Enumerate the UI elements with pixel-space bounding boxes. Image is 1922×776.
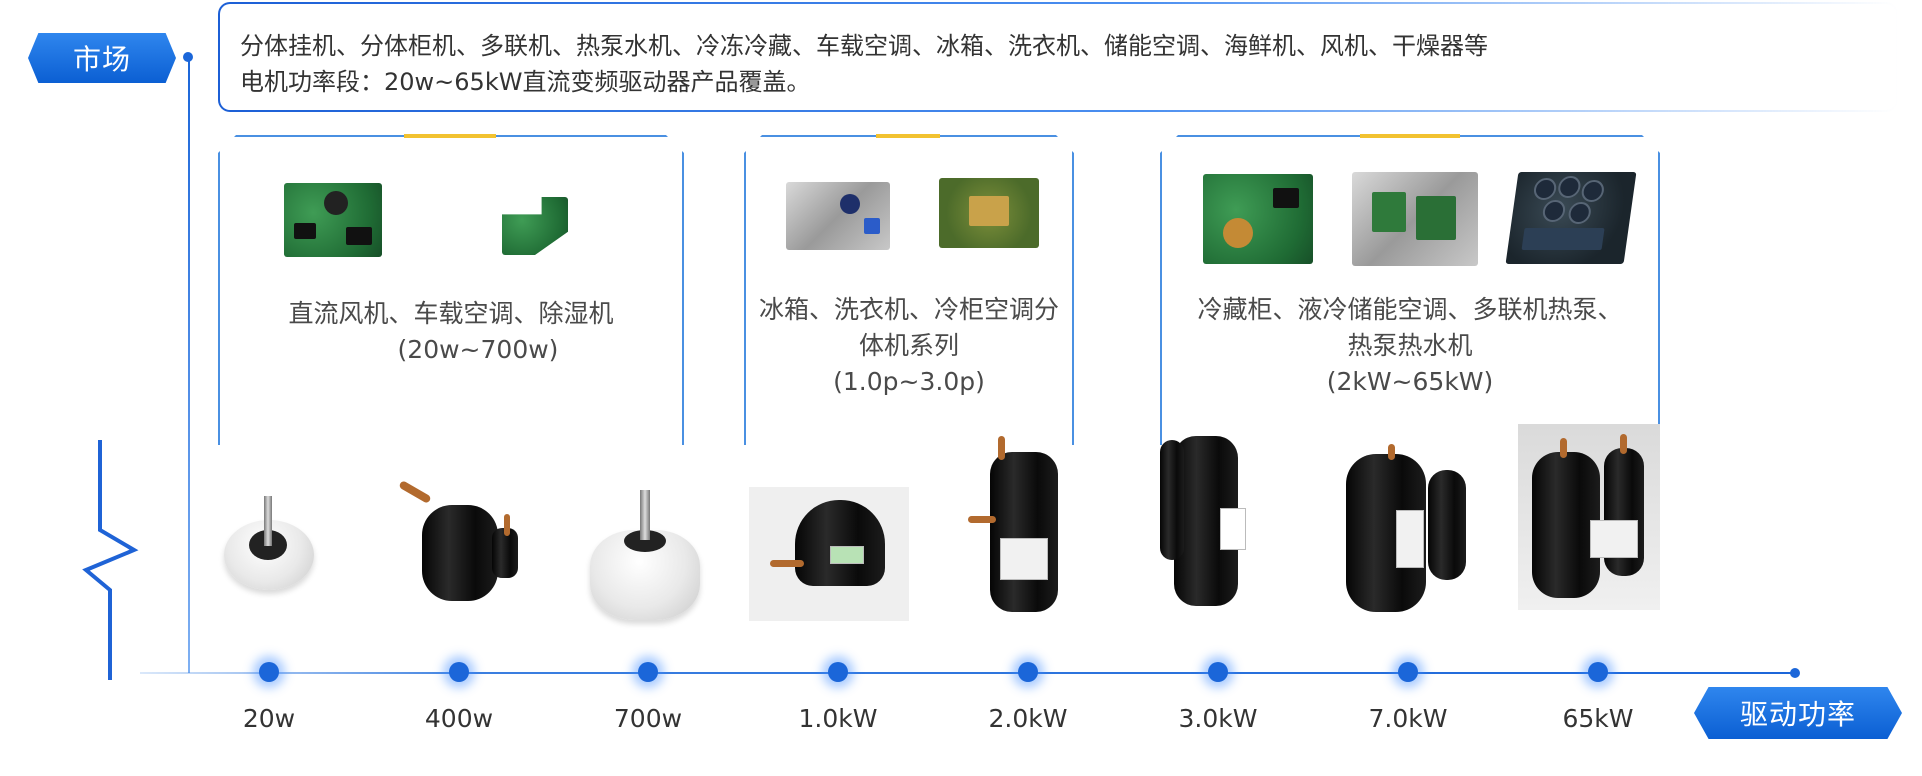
- capacitor-driver-board-image: [1505, 172, 1637, 264]
- copper-pipe: [1620, 434, 1627, 454]
- market-applications-text: 分体挂机、分体柜机、多联机、热泵水机、冷冻冷藏、车载空调、冰箱、洗衣机、储能空调…: [240, 32, 1488, 60]
- axis-break-icon: [82, 440, 139, 680]
- compressor-label: [1220, 508, 1246, 550]
- market-axis-label: 市场: [28, 33, 176, 83]
- accumulator: [492, 528, 518, 578]
- tick-label-65kw: 65kW: [1562, 704, 1634, 733]
- panel-accent-bar: [876, 134, 940, 138]
- reciprocating-compressor-image: [795, 500, 885, 586]
- market-axis-endpoint: [183, 52, 193, 62]
- inverter-board-heatsink-image: [786, 182, 890, 250]
- market-description-box: 分体挂机、分体柜机、多联机、热泵水机、冷冻冷藏、车载空调、冰箱、洗衣机、储能空调…: [218, 2, 1898, 112]
- panel-3-applications: 冷藏柜、液冷储能空调、多联机热泵、: [1197, 295, 1623, 324]
- copper-pipe: [504, 514, 510, 536]
- accumulator: [1428, 470, 1466, 580]
- tick-dot-3kw: [1208, 662, 1228, 682]
- tick-dot-65kw: [1588, 662, 1608, 682]
- copper-pipe: [770, 560, 804, 567]
- fan-driver-board-image: [284, 183, 382, 257]
- category-panel-small-power: [218, 135, 684, 445]
- power-axis-label: 驱动功率: [1694, 687, 1902, 739]
- copper-pipe: [1388, 444, 1395, 460]
- panel-3-power-range: (2kW~65kW): [1326, 367, 1494, 396]
- power-axis-line: [140, 672, 1796, 674]
- tick-dot-1kw: [828, 662, 848, 682]
- motor-shaft: [640, 490, 650, 540]
- panel-2-power-range: (1.0p~3.0p): [833, 367, 985, 396]
- panel-1-applications: 直流风机、车载空调、除湿机: [288, 299, 614, 328]
- compressor-label: [1000, 538, 1048, 580]
- panel-1-power-range: (20w~700w): [397, 335, 559, 364]
- scroll-compressor-image: [990, 452, 1058, 612]
- panel-accent-bar: [404, 134, 496, 138]
- compressor-label: [1590, 520, 1638, 558]
- motor-shaft: [264, 496, 272, 546]
- market-axis-line: [188, 58, 190, 673]
- tick-dot-7kw: [1398, 662, 1418, 682]
- control-box-board-image: [1352, 172, 1478, 266]
- tick-label-700w: 700w: [613, 704, 683, 733]
- power-axis-endpoint: [1790, 668, 1800, 678]
- copper-pipe: [398, 480, 432, 504]
- tick-dot-400w: [449, 662, 469, 682]
- copper-pipe: [968, 516, 996, 523]
- small-dc-compressor-image: [422, 505, 498, 601]
- tick-dot-20w: [259, 662, 279, 682]
- tick-label-3kw: 3.0kW: [1178, 704, 1258, 733]
- motor-hub: [624, 530, 666, 552]
- tick-label-20w: 20w: [242, 704, 296, 733]
- market-power-range-text: 电机功率段：20w~65kW直流变频驱动器产品覆盖。: [240, 68, 811, 96]
- tick-label-400w: 400w: [424, 704, 494, 733]
- panel-2-applications: 冰箱、洗衣机、冷柜空调分: [758, 295, 1059, 324]
- panel-3-applications-cont: 热泵热水机: [1347, 331, 1473, 360]
- refrigerator-driver-board-image: [939, 178, 1039, 248]
- high-power-driver-board-image: [1203, 174, 1313, 264]
- tick-dot-2kw: [1018, 662, 1038, 682]
- compressor-label: [830, 546, 864, 564]
- high-power-compressor-image: [1532, 452, 1600, 598]
- compressor-label: [1396, 510, 1424, 568]
- tick-dot-700w: [638, 662, 658, 682]
- category-panel-medium-power: [744, 135, 1074, 445]
- copper-pipe: [1560, 438, 1567, 458]
- panel-accent-bar: [1360, 134, 1460, 138]
- copper-pipe: [998, 436, 1005, 460]
- tick-label-7kw: 7.0kW: [1368, 704, 1448, 733]
- tick-label-1kw: 1.0kW: [798, 704, 878, 733]
- panel-2-applications-cont: 体机系列: [858, 331, 959, 360]
- category-panel-high-power: [1160, 135, 1660, 445]
- twin-rotary-compressor-body: [1160, 440, 1184, 560]
- tick-label-2kw: 2.0kW: [988, 704, 1068, 733]
